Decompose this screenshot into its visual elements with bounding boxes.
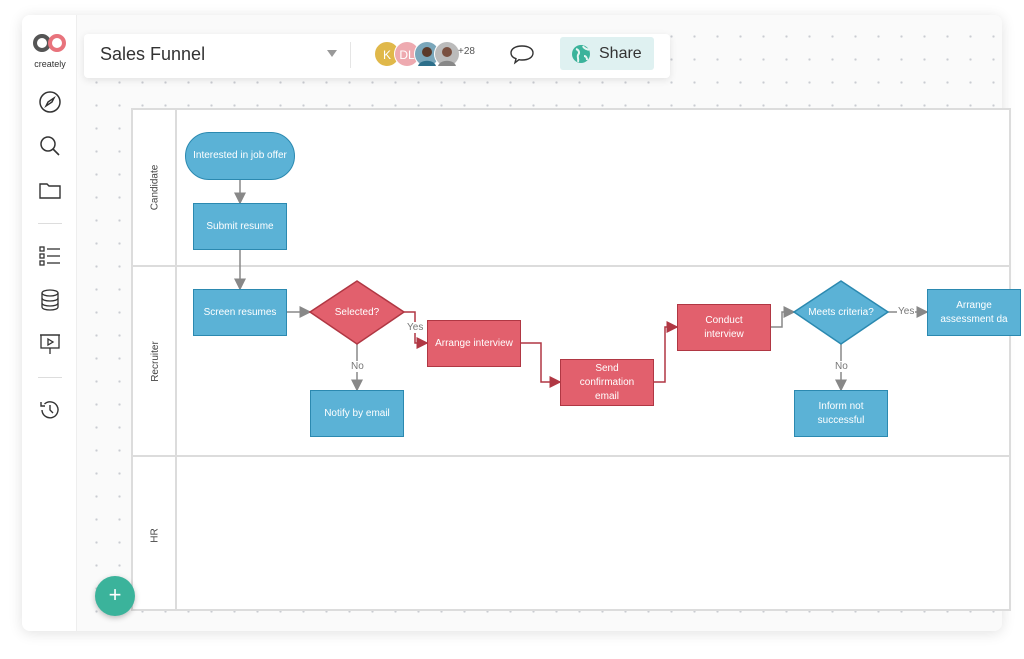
comment-icon[interactable] <box>509 43 535 65</box>
database-icon[interactable] <box>37 287 63 313</box>
sidebar: creately <box>22 15 77 631</box>
checklist-icon[interactable] <box>37 243 63 269</box>
decision-meets-criteria-shape[interactable] <box>792 280 890 345</box>
document-title[interactable]: Sales Funnel <box>100 44 206 64</box>
lane-divider <box>133 265 1009 267</box>
connector[interactable] <box>654 321 679 383</box>
share-button[interactable]: Share <box>560 37 654 70</box>
logo-text: creately <box>34 59 66 69</box>
chevron-down-icon[interactable] <box>327 50 337 57</box>
more-collaborators-count[interactable]: +28 <box>458 46 475 57</box>
divider <box>38 223 62 224</box>
decision-selected-label: Selected? <box>334 306 380 318</box>
node-arrange-assessment[interactable]: Arrange assessment da <box>927 289 1021 336</box>
connector[interactable] <box>521 342 562 388</box>
compass-icon[interactable] <box>37 89 63 115</box>
divider <box>38 377 62 378</box>
decision-selected-shape[interactable] <box>308 280 406 345</box>
creately-logo[interactable]: creately <box>30 33 70 69</box>
node-interested[interactable]: Interested in job offer <box>185 132 295 180</box>
edge-label-yes: Yes <box>897 306 916 317</box>
logo-icon <box>33 34 66 52</box>
node-arrange-interview[interactable]: Arrange interview <box>427 320 521 367</box>
person-icon <box>438 47 456 66</box>
divider <box>350 42 351 68</box>
node-conduct-interview[interactable]: Conduct interview <box>677 304 771 351</box>
globe-icon <box>572 45 590 63</box>
node-screen-resumes[interactable]: Screen resumes <box>193 289 287 336</box>
person-icon <box>418 47 436 66</box>
edge-label-no: No <box>350 361 365 372</box>
search-icon[interactable] <box>37 133 63 159</box>
history-icon[interactable] <box>37 397 63 423</box>
node-submit-resume[interactable]: Submit resume <box>193 203 287 250</box>
edge-label-yes: Yes <box>406 322 425 333</box>
folder-icon[interactable] <box>37 177 63 203</box>
connector[interactable] <box>771 306 796 328</box>
node-notify-email[interactable]: Notify by email <box>310 390 404 437</box>
plus-icon: + <box>108 582 122 607</box>
lane-header-column <box>133 110 177 609</box>
presentation-icon[interactable] <box>37 331 63 357</box>
node-send-confirmation[interactable]: Send confirmation email <box>560 359 654 406</box>
top-bar: Sales Funnel K DL +28 Share <box>84 34 670 78</box>
decision-meets-criteria-label: Meets criteria? <box>808 306 874 318</box>
share-label: Share <box>599 45 642 62</box>
edge-label-no: No <box>834 361 849 372</box>
node-inform-not-successful[interactable]: Inform not successful <box>794 390 888 437</box>
avatar-photo[interactable] <box>434 41 460 67</box>
lane-divider <box>133 455 1009 457</box>
add-button[interactable]: + <box>95 576 135 616</box>
